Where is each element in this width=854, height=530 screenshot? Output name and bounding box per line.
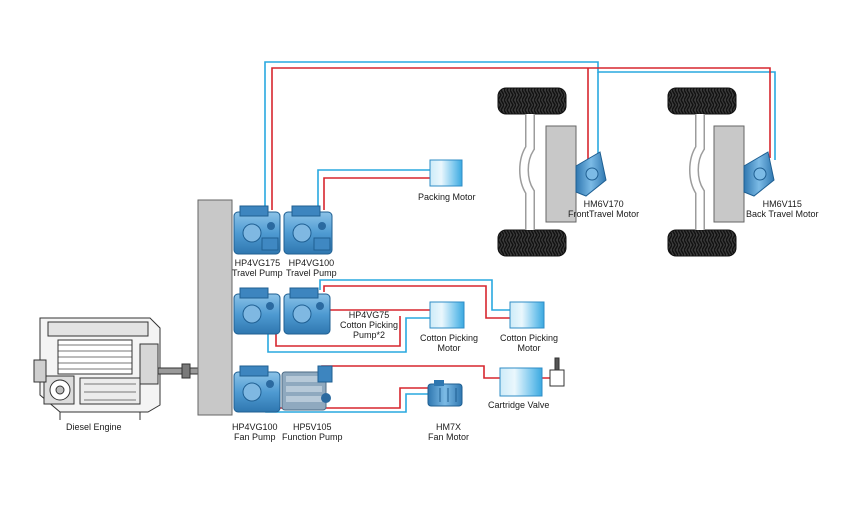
cotton-line-red-2 — [327, 300, 430, 311]
cotton-picking-motor-2-name: Cotton Picking — [500, 333, 559, 343]
function-pump-model: HP5V105 — [293, 422, 332, 432]
cotton-picking-motor-1-tank — [429, 301, 465, 329]
diesel-engine-label: Diesel Engine — [66, 422, 122, 432]
fan-motor-label: HM7X Fan Motor — [428, 422, 469, 442]
fan-motor-name: Fan Motor — [428, 432, 470, 442]
travel-pump-2-model: HP4VG100 — [288, 258, 335, 268]
packing-motor-label: Packing Motor — [418, 192, 476, 202]
travel-pump-1-name: Travel Pump — [232, 268, 283, 278]
cotton-picking-pump-1 — [233, 287, 281, 335]
fan-pump-label: HP4VG100 Fan Pump — [232, 422, 278, 442]
travel-pump-2-name: Travel Pump — [286, 268, 337, 278]
diesel-engine — [33, 317, 199, 420]
cotton-picking-motor-1-name: Cotton Picking — [420, 333, 479, 343]
cotton-picking-motor-2-tank — [509, 301, 545, 329]
front-travel-motor-label: HM6V170 FrontTravel Motor — [568, 199, 639, 219]
cotton-picking-motor-1-suffix: Motor — [437, 343, 461, 353]
fan-pump — [233, 365, 281, 413]
fan-motor — [427, 380, 463, 407]
front-axle — [497, 87, 577, 257]
travel-pump-1-model: HP4VG175 — [234, 258, 281, 268]
fan-motor-model: HM7X — [436, 422, 462, 432]
cotton-line-blue-2 — [267, 317, 430, 353]
fan-pump-name: Fan Pump — [234, 432, 276, 442]
cotton-picking-motor-2-suffix: Motor — [517, 343, 541, 353]
cartridge-valve-tank — [499, 367, 543, 397]
packing-line-blue — [317, 169, 430, 210]
back-axle — [667, 87, 745, 257]
back-travel-motor — [743, 151, 775, 197]
back-travel-motor-model: HM6V115 — [762, 199, 802, 209]
cartridge-valve-label: Cartridge Valve — [488, 400, 550, 410]
travel-pump-1 — [233, 205, 281, 255]
function-line-red — [321, 365, 500, 379]
cotton-picking-motor-1-label: Cotton Picking Motor — [420, 333, 478, 353]
back-travel-motor-label: HM6V115 Back Travel Motor — [746, 199, 819, 219]
packing-line-red — [323, 177, 430, 210]
cotton-picking-motor-2-label: Cotton Picking Motor — [500, 333, 558, 353]
cotton-line-blue-1 — [319, 279, 510, 311]
cotton-line-red-1 — [323, 285, 510, 319]
back-travel-motor-name: Back Travel Motor — [746, 209, 819, 219]
cartridge-valve-actuator — [549, 357, 565, 387]
travel-pump-2 — [283, 205, 333, 255]
function-pump-label: HP5V105 Function Pump — [282, 422, 343, 442]
travel-line-red — [271, 67, 771, 210]
travel-line-blue — [264, 61, 776, 210]
cotton-picking-pump-name: Cotton Picking — [340, 320, 399, 330]
packing-motor-tank — [429, 159, 463, 187]
travel-pump-1-label: HP4VG175 Travel Pump — [232, 258, 283, 278]
front-travel-motor-name: FrontTravel Motor — [568, 209, 640, 219]
transfer-gearbox — [197, 199, 233, 416]
function-pump — [281, 365, 333, 411]
cotton-picking-pump-label: HP4VG75 Cotton Picking Pump*2 — [340, 310, 398, 340]
fan-pump-model: HP4VG100 — [232, 422, 278, 432]
travel-pump-2-label: HP4VG100 Travel Pump — [286, 258, 337, 278]
front-travel-motor-model: HM6V170 — [583, 199, 624, 209]
cotton-picking-pump-count: Pump*2 — [353, 330, 386, 340]
front-travel-motor — [575, 151, 607, 197]
cotton-picking-pump-model: HP4VG75 — [348, 310, 390, 320]
cotton-picking-pump-2 — [283, 287, 331, 335]
function-pump-name: Function Pump — [282, 432, 343, 442]
